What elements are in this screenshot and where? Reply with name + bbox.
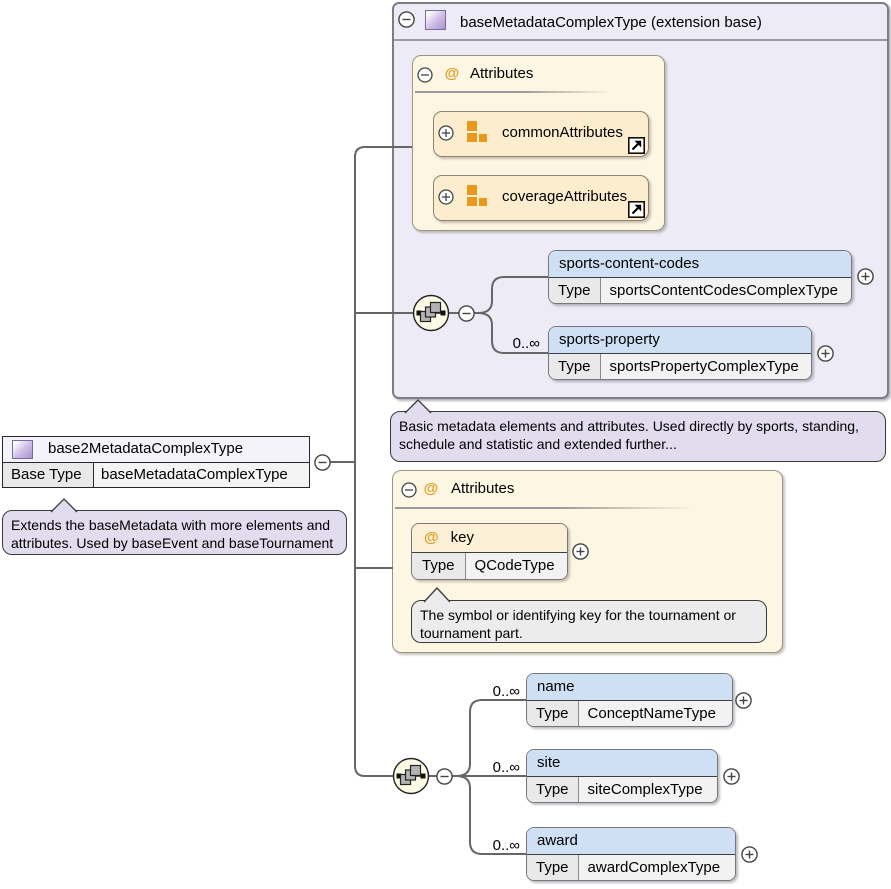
type-value: ConceptNameType xyxy=(578,700,732,726)
base-type-label: Base Type xyxy=(3,463,94,487)
note-line: attributes. Used by baseEvent and baseTo… xyxy=(11,535,334,551)
note-line: The symbol or identifying key for the to… xyxy=(420,607,736,623)
extension-base-title: baseMetadataComplexType (extension base) xyxy=(460,14,762,31)
complex-type-icon xyxy=(12,440,33,459)
note-line: Extends the baseMetadata with more eleme… xyxy=(11,517,331,533)
attributes-group-label: Attributes xyxy=(470,65,534,82)
collapse-icon[interactable] xyxy=(398,11,415,28)
goto-definition-icon[interactable] xyxy=(628,201,645,218)
attribute-group-name[interactable]: commonAttributes xyxy=(502,124,623,141)
attribute-group-name[interactable]: coverageAttributes xyxy=(502,188,628,205)
at-icon: @ xyxy=(444,65,460,82)
extension-annotation-note: Basic metadata elements and attributes. … xyxy=(390,411,886,462)
type-label: Type xyxy=(412,553,466,579)
element-box-sports-property[interactable]: sports-property Type sportsPropertyCompl… xyxy=(548,326,812,380)
extension-attributes-group: @ Attributes commonAttributes xyxy=(412,55,665,231)
at-icon: @ xyxy=(424,529,439,546)
attribute-group-icon xyxy=(467,121,487,142)
root-type-header: base2MetadataComplexType xyxy=(3,437,309,463)
extension-base-panel-header: baseMetadataComplexType (extension base) xyxy=(394,4,887,41)
cardinality-name: 0..∞ xyxy=(492,683,520,700)
element-name[interactable]: sports-property xyxy=(549,327,811,354)
type-label: Type xyxy=(527,776,579,802)
cardinality-sports-property: 0..∞ xyxy=(512,335,540,352)
attribute-group-commonAttributes[interactable]: commonAttributes xyxy=(433,111,649,157)
root-type-box[interactable]: base2MetadataComplexType Base Type baseM… xyxy=(2,436,310,488)
expand-icon[interactable] xyxy=(723,768,740,785)
element-name[interactable]: name xyxy=(527,674,732,701)
expand-icon[interactable] xyxy=(735,692,752,709)
attribute-box-key[interactable]: @ key Type QCodeType xyxy=(411,523,568,580)
expand-icon[interactable] xyxy=(438,189,454,205)
collapse-icon[interactable] xyxy=(314,454,331,471)
note-line: schedule and statistic and extended furt… xyxy=(399,436,677,452)
at-icon: @ xyxy=(423,480,439,497)
attribute-group-icon xyxy=(467,185,487,206)
type-value: QCodeType xyxy=(465,553,567,579)
element-box-site[interactable]: site Type siteComplexType xyxy=(526,749,718,803)
goto-definition-icon[interactable] xyxy=(628,137,645,154)
type-label: Type xyxy=(527,700,579,726)
note-line: Basic metadata elements and attributes. … xyxy=(399,418,859,434)
root-annotation-note: Extends the baseMetadata with more eleme… xyxy=(2,510,347,555)
type-value: sportsContentCodesComplexType xyxy=(600,277,851,303)
attribute-header[interactable]: @ key xyxy=(412,524,567,553)
divider xyxy=(415,91,611,93)
key-annotation-note: The symbol or identifying key for the to… xyxy=(411,600,767,643)
element-box-name[interactable]: name Type ConceptNameType xyxy=(526,673,733,727)
type-label: Type xyxy=(527,854,579,880)
sequence-icon[interactable] xyxy=(392,757,430,795)
base-type-value: baseMetadataComplexType xyxy=(94,463,309,487)
element-name[interactable]: sports-content-codes xyxy=(549,251,851,278)
type-value: awardComplexType xyxy=(578,854,735,880)
note-line: tournament part. xyxy=(420,625,523,641)
attribute-group-coverageAttributes[interactable]: coverageAttributes xyxy=(433,175,649,221)
element-box-sports-content-codes[interactable]: sports-content-codes Type sportsContentC… xyxy=(548,250,852,304)
cardinality-site: 0..∞ xyxy=(492,759,520,776)
type-label: Type xyxy=(549,353,601,379)
attributes-group-label: Attributes xyxy=(451,480,515,497)
collapse-icon[interactable] xyxy=(401,482,417,498)
collapse-icon[interactable] xyxy=(436,768,453,785)
element-name[interactable]: site xyxy=(527,750,717,777)
sequence-icon[interactable] xyxy=(412,294,450,332)
expand-icon[interactable] xyxy=(572,543,589,560)
expand-icon[interactable] xyxy=(857,268,874,285)
cardinality-award: 0..∞ xyxy=(492,837,520,854)
expand-icon[interactable] xyxy=(438,125,454,141)
divider xyxy=(395,507,695,509)
type-value: sportsPropertyComplexType xyxy=(600,353,811,379)
expand-icon[interactable] xyxy=(817,345,834,362)
type-value: siteComplexType xyxy=(578,776,717,802)
complex-type-icon xyxy=(425,10,446,30)
attribute-name: key xyxy=(450,529,474,546)
element-box-award[interactable]: award Type awardComplexType xyxy=(526,827,736,881)
expand-icon[interactable] xyxy=(741,846,758,863)
collapse-icon[interactable] xyxy=(417,67,433,83)
collapse-icon[interactable] xyxy=(458,305,475,322)
root-type-title: base2MetadataComplexType xyxy=(48,440,244,457)
element-name[interactable]: award xyxy=(527,828,735,855)
type-label: Type xyxy=(549,277,601,303)
